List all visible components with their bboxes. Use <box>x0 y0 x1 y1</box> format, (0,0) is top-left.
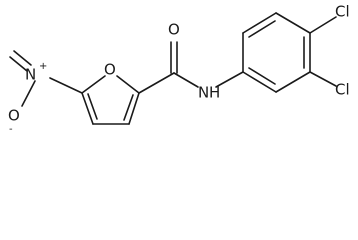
chemical-structure: O O N H N + O - Cl Cl <box>8 3 350 136</box>
bond-c5-ring-oxygen <box>81 75 106 94</box>
carbonyl-oxygen-label: O <box>168 21 180 39</box>
nitro-oxygen-label: O <box>8 107 20 125</box>
bond-nitro-double-left <box>9 56 28 72</box>
bond-ring-oxygen-c2 <box>116 75 140 94</box>
bond-c2-c3 <box>128 92 140 125</box>
chlorine-top-label: Cl <box>335 3 350 21</box>
bond-nitrogen-phenyl <box>215 71 244 88</box>
chlorine-bottom-label: Cl <box>335 81 350 99</box>
amide-nitrogen-label: N <box>198 84 209 102</box>
nitro-nitrogen-label: N <box>25 66 36 84</box>
amide-hydrogen-label: H <box>209 84 220 102</box>
bond-c2-c3-double <box>123 94 134 121</box>
bond-ar-3-4 <box>275 12 311 34</box>
nitro-oxygen-charge: - <box>9 124 13 135</box>
bond-ar-2-3-inner <box>248 20 276 38</box>
bond-c4-c5 <box>81 92 94 125</box>
ring-oxygen-label: O <box>104 61 116 79</box>
bond-nitro-nitrogen-oxygen <box>21 80 36 107</box>
bond-furan-nitro-nitrogen <box>49 77 83 94</box>
bond-aryl-chlorine-bottom <box>309 71 337 87</box>
bond-aryl-chlorine-top <box>309 16 337 34</box>
bond-ar-6-1 <box>242 71 277 93</box>
bond-c2-carbonyl-carbon <box>138 72 175 94</box>
furan-ring <box>81 75 140 125</box>
bond-nitro-double-right <box>13 50 32 66</box>
bond-carbonyl-carbon-nitrogen <box>173 72 199 88</box>
bond-ar-2-3 <box>242 12 277 34</box>
nitro-nitrogen-charge: + <box>39 61 47 72</box>
benzene-ring <box>242 12 311 93</box>
bond-ar-5-6 <box>275 71 311 93</box>
amide-group <box>138 41 244 94</box>
bond-ar-6-1-inner <box>248 67 276 85</box>
bond-c4-c5-double <box>87 93 98 120</box>
